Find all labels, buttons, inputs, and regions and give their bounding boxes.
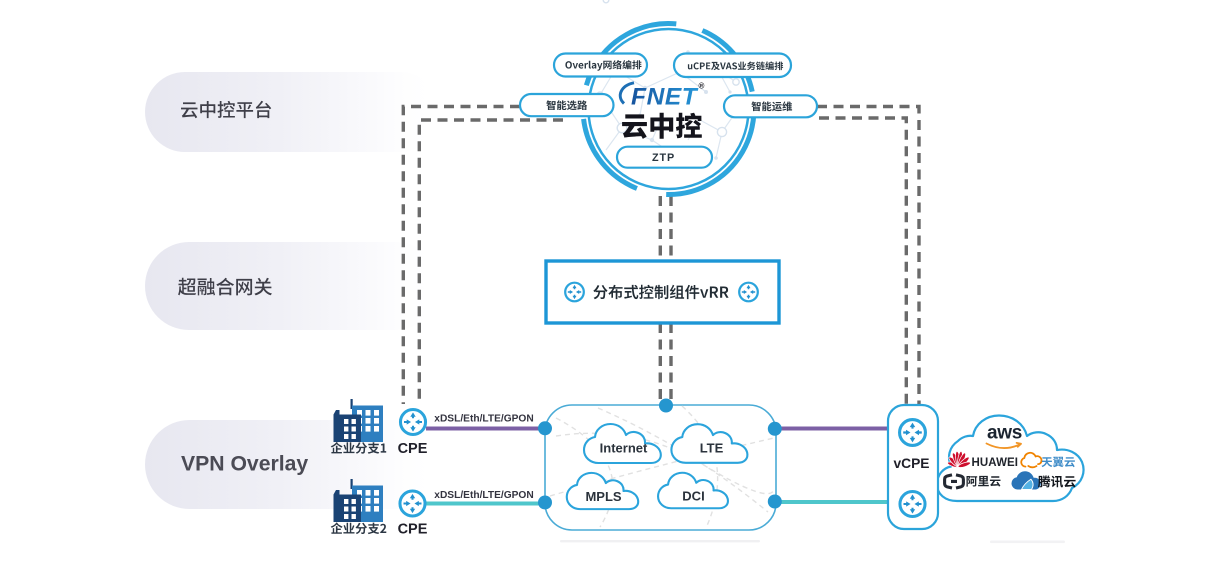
svg-text:xDSL/Eth/LTE/GPON: xDSL/Eth/LTE/GPON <box>434 490 533 501</box>
svg-text:xDSL/Eth/LTE/GPON: xDSL/Eth/LTE/GPON <box>434 413 533 424</box>
svg-text:CPE: CPE <box>398 521 428 537</box>
svg-text:HUAWEI: HUAWEI <box>972 457 1019 469</box>
svg-text:aws: aws <box>987 423 1022 444</box>
svg-text:MPLS: MPLS <box>585 489 621 504</box>
svg-text:LTE: LTE <box>700 440 724 455</box>
svg-text:VPN Overlay: VPN Overlay <box>181 453 308 476</box>
svg-text:CPE: CPE <box>398 441 428 457</box>
svg-text:DCI: DCI <box>682 489 704 504</box>
svg-text:vCPE: vCPE <box>893 456 929 471</box>
svg-text:ZTP: ZTP <box>652 152 675 164</box>
svg-text:Internet: Internet <box>600 440 648 455</box>
svg-text:FNET: FNET <box>631 84 699 111</box>
svg-text:®: ® <box>699 82 705 91</box>
